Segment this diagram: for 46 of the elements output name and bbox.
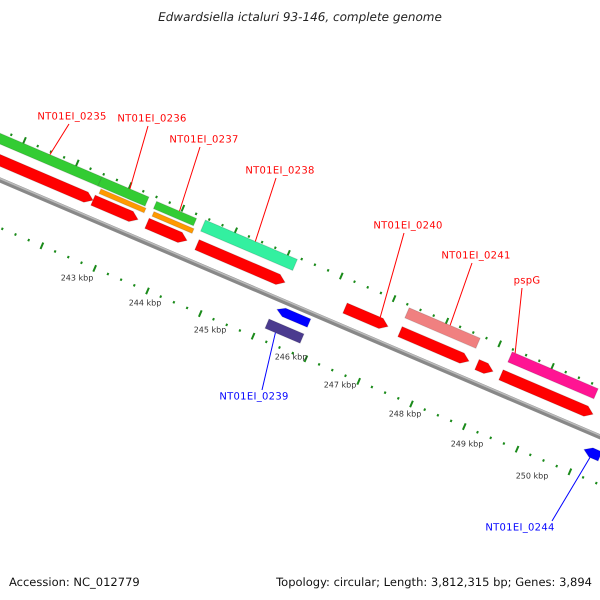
gene-bar: [404, 307, 481, 349]
gene-bar: [151, 210, 195, 234]
position-label: 244 kbp: [128, 298, 162, 308]
leader-line: [129, 126, 148, 190]
leader-line: [514, 288, 522, 354]
accession-text: Accession: NC_012779: [9, 575, 140, 589]
gene-bar: [200, 219, 298, 272]
position-label: 249 kbp: [450, 440, 484, 448]
leader-line: [450, 262, 472, 326]
leader-line: [49, 124, 70, 156]
gene-label: NT01EI_0235: [37, 112, 107, 122]
gene-label: pspG: [514, 276, 540, 286]
gene-feature: [583, 447, 600, 462]
gene-feature: [474, 358, 494, 374]
leader-line: [380, 232, 404, 318]
genome-stats-text: Topology: circular; Length: 3,812,315 bp; Genes: 3,894: [276, 575, 592, 589]
position-label: 243 kbp: [60, 274, 94, 282]
leader-line: [262, 332, 276, 390]
gene-bar: [97, 176, 150, 207]
gene-label: NT01EI_0244: [485, 522, 555, 534]
gene-label: NT01EI_0241: [441, 250, 511, 262]
gene-feature: [498, 369, 594, 417]
gene-feature: [144, 218, 188, 244]
gene-bar: [264, 318, 305, 344]
gene-label: NT01EI_0240: [373, 220, 443, 232]
leader-line: [179, 146, 200, 212]
leader-line: [552, 457, 590, 522]
gene-bar: [152, 200, 198, 226]
gene-label: NT01EI_0238: [245, 166, 315, 176]
gene-bar: [507, 351, 599, 400]
gene-feature: [397, 326, 470, 364]
gene-feature: [276, 308, 312, 328]
gene-feature: [194, 239, 286, 285]
position-label: 250 kbp: [516, 472, 548, 480]
gene-label: NT01EI_0239: [219, 392, 289, 402]
gene-feature: [90, 194, 139, 222]
gene-bar: [98, 188, 147, 214]
position-label: 245 kbp: [194, 326, 226, 334]
map-title: Edwardsiella ictaluri 93-146, complete genome: [157, 10, 443, 24]
gene-label: NT01EI_0236: [117, 114, 187, 124]
leader-line: [254, 178, 276, 242]
gene-feature: [342, 302, 389, 330]
position-label: 246 kbp: [274, 352, 308, 362]
gene-label: NT01EI_0237: [169, 134, 239, 146]
position-label: 247 kbp: [324, 380, 356, 390]
position-label: 248 kbp: [388, 410, 422, 418]
